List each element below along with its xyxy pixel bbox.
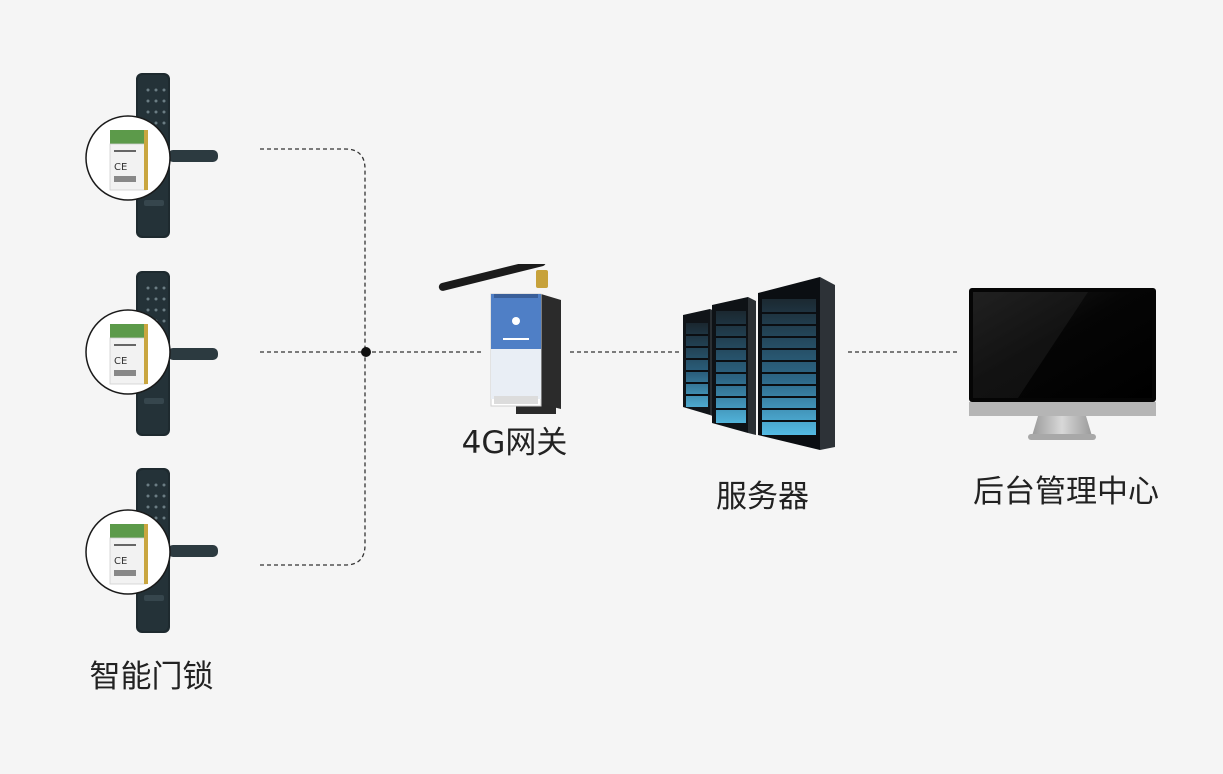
lock-bottom-link [260, 352, 366, 566]
smart-door-lock-icon: CE [84, 70, 224, 240]
wireless-module-icon: CE [109, 524, 148, 585]
smart-door-lock-icon: CE [84, 268, 224, 438]
4g-gateway-icon [436, 264, 571, 419]
admin-center-label: 后台管理中心 [973, 474, 1159, 510]
lock-label: 智能门锁 [89, 659, 214, 695]
smart-door-lock-icon: CE [84, 465, 224, 635]
svg-text:CE: CE [114, 556, 127, 567]
lock-top-link [260, 148, 366, 352]
gateway-label: 4G网关 [461, 425, 568, 461]
monitor-icon [968, 288, 1158, 443]
junction-dot [361, 347, 371, 357]
svg-text:CE: CE [114, 162, 127, 173]
server-rack-icon [680, 275, 845, 455]
wireless-module-icon: CE [109, 130, 148, 191]
server-label: 服务器 [716, 479, 809, 515]
svg-text:CE: CE [114, 356, 127, 367]
wireless-module-icon: CE [109, 324, 148, 385]
